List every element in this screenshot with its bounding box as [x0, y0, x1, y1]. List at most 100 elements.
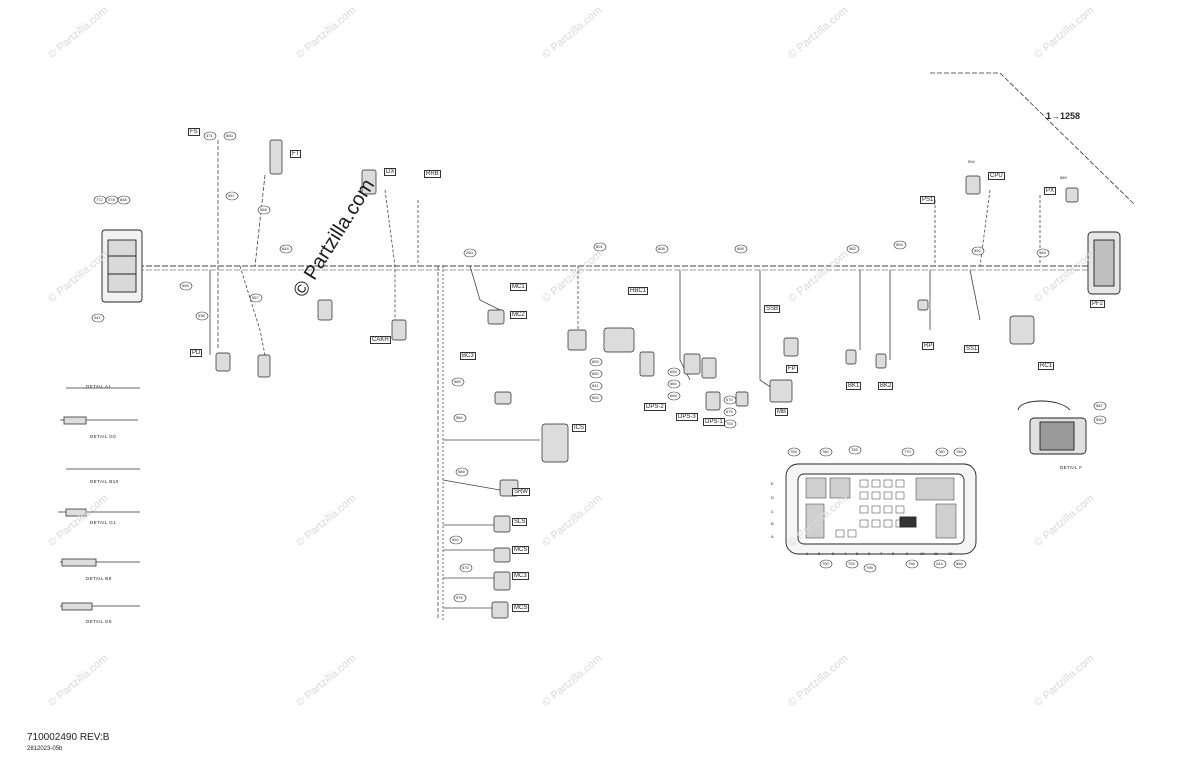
callout-number: 665: [670, 393, 677, 398]
callout-number: 371: [206, 133, 213, 138]
connector-tag: MC3: [512, 572, 529, 580]
callout-number: 578: [108, 197, 115, 202]
callout-number: 641: [592, 383, 599, 388]
ecu-col-number: 6: [868, 551, 871, 556]
ecu-col-number: 4: [844, 551, 847, 556]
connector-tag: SS1: [964, 345, 980, 353]
callout-number: 753: [726, 421, 733, 426]
detail-label: DETAIL A1: [86, 384, 112, 389]
reference-line: [930, 72, 1136, 206]
connector-tag: BK1: [846, 382, 862, 390]
branch-cpu: [979, 189, 991, 267]
callout-number: 250: [466, 250, 473, 255]
connector-tag: PX: [1044, 187, 1057, 195]
ecu-col-number: 1: [806, 551, 809, 556]
branch-ft: [254, 174, 266, 267]
branch-250: [239, 265, 266, 356]
ecu-row-letter: A: [771, 534, 774, 539]
callout-number: 675: [726, 409, 733, 414]
callout-number: 772: [96, 197, 103, 202]
callout-number: 660: [670, 381, 677, 386]
callout-number: 565: [182, 283, 189, 288]
ecu-col-number: 2: [818, 551, 821, 556]
connector-tag: MC2: [510, 311, 527, 319]
callout-number: 582: [849, 246, 856, 251]
callout-number: 808: [658, 246, 665, 251]
callout-number: 770: [904, 449, 911, 454]
ecu-row-letter: E: [771, 481, 774, 486]
connector-tag: SRW: [512, 488, 530, 496]
callout-number: 793: [848, 561, 855, 566]
callout-number: 795: [866, 565, 873, 570]
connector-tag: MC1: [510, 283, 527, 291]
ecu-col-number: 5: [856, 551, 859, 556]
connector-tag: FS: [188, 128, 200, 136]
branch-cakh: [384, 189, 396, 330]
callout-number: 538: [198, 313, 205, 318]
callout-number: 590: [1096, 417, 1103, 422]
callout-number: 785: [956, 449, 963, 454]
callout-circles: [91, 131, 1107, 603]
callout-number: 576: [456, 595, 463, 600]
pf2-connector: [1087, 231, 1121, 295]
ecu-row-letter: C: [771, 509, 774, 514]
callout-number: 655: [670, 369, 677, 374]
connector-tag: FP: [786, 365, 798, 373]
callout-number: 575: [462, 565, 469, 570]
branch-ss1: [969, 269, 981, 321]
connector-tag: RC1: [1038, 362, 1055, 370]
callout-number: 654: [592, 395, 599, 400]
callout-number: 589: [1060, 175, 1067, 180]
connector-tag: RRB: [424, 170, 441, 178]
callout-number: 650: [592, 371, 599, 376]
reference-number: 1→1258: [1046, 111, 1081, 121]
connector-tag: DX: [384, 168, 397, 176]
callout-number: 557: [252, 295, 259, 300]
callout-number: 041: [94, 315, 101, 320]
connector-tag: ICS: [572, 424, 587, 432]
detail-f-connector: [1017, 400, 1087, 455]
callout-number: 758: [790, 449, 797, 454]
callout-number: 760: [822, 449, 829, 454]
detail-label: DETAIL D6: [86, 619, 112, 624]
callout-number: 584: [456, 415, 463, 420]
callout-number: 798: [908, 561, 915, 566]
detail-label: DETAIL G1: [90, 520, 117, 525]
callout-number: 557: [228, 193, 235, 198]
connector-tag: MB: [775, 408, 788, 416]
connector-tag: BK2: [878, 382, 894, 390]
part-number: 710002490 REV:B: [27, 732, 110, 743]
connector-tag: CPU: [988, 172, 1005, 180]
callout-number: 592: [452, 537, 459, 542]
connector-tag: SLS: [512, 518, 528, 526]
detail-wires: [58, 387, 140, 611]
ecu-row-letter: D: [771, 495, 774, 500]
callout-number: 568: [260, 207, 267, 212]
ecu-connector-face: [785, 463, 977, 555]
ecu-row-letter: B: [771, 521, 774, 526]
detail-label: DETAIL F: [1060, 465, 1083, 470]
callout-number: 801: [596, 244, 603, 249]
connector-tag: MCS: [512, 604, 530, 612]
callout-number: 899: [737, 246, 744, 251]
connector-tag: DPS-3: [676, 413, 698, 421]
connector-tag: PF2: [1090, 300, 1106, 308]
branch-mc: [469, 265, 501, 311]
connector-tag: FT: [290, 150, 302, 158]
ecu-col-number: 3: [832, 551, 835, 556]
connector-tag: PS1: [920, 196, 936, 204]
callout-number: 585: [454, 379, 461, 384]
connector-glyphs: [215, 139, 1079, 619]
connector-tag: BC3: [460, 352, 476, 360]
callout-number: 860: [226, 133, 233, 138]
callout-number: 592: [974, 248, 981, 253]
footer-code: 2812023-05b: [27, 746, 63, 752]
ecu-col-number: 10: [920, 551, 925, 556]
connector-tag: HBC1: [628, 287, 649, 295]
connector-tag: CAKH: [370, 336, 391, 344]
callout-number: 586: [458, 469, 465, 474]
callout-number: 594: [968, 159, 975, 164]
detail-label: DETAIL B10: [90, 479, 119, 484]
left-module: [101, 229, 143, 303]
ecu-col-number: 12: [948, 551, 953, 556]
